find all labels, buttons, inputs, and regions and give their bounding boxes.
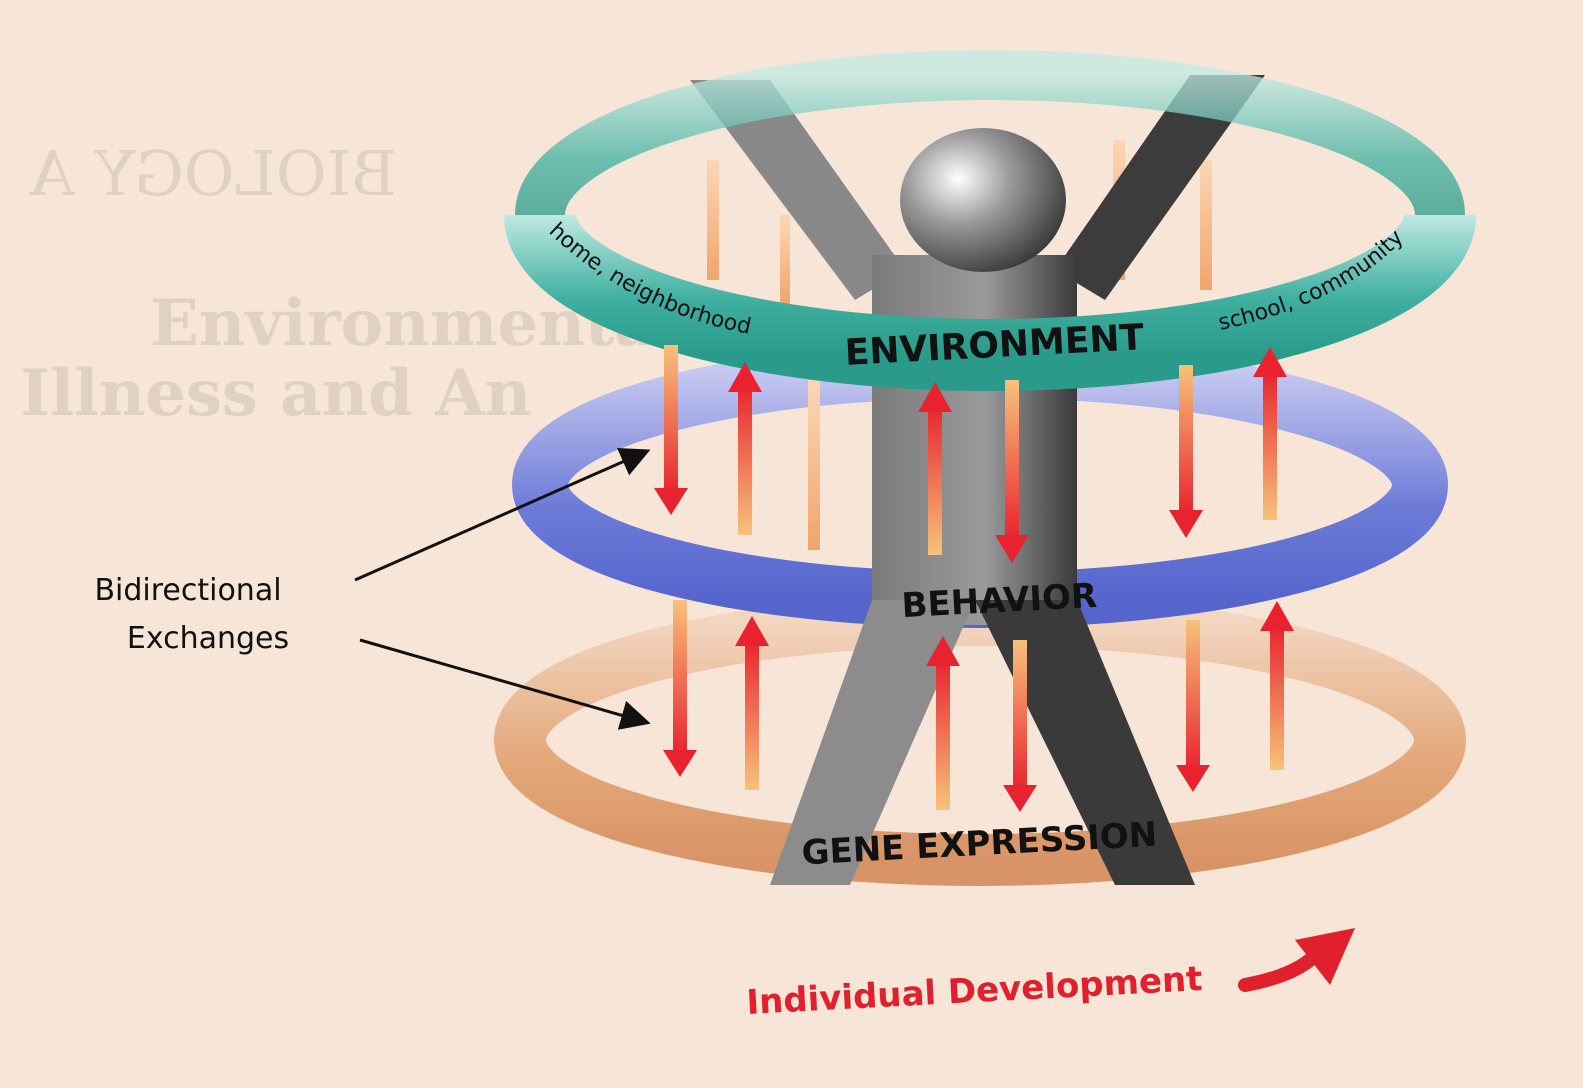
callout-line2: Exchanges — [127, 621, 289, 656]
figure-torso — [872, 255, 1077, 625]
faint-arrow — [1200, 160, 1212, 290]
callout-line1: Bidirectional — [94, 573, 281, 608]
bg-title-line2: Illness and An — [20, 356, 531, 431]
figure-head — [900, 128, 1066, 272]
faint-arrow — [808, 380, 820, 550]
faint-arrow — [780, 215, 790, 305]
bg-heading: BIOLOGY A — [29, 137, 397, 210]
faint-arrow — [707, 160, 719, 280]
